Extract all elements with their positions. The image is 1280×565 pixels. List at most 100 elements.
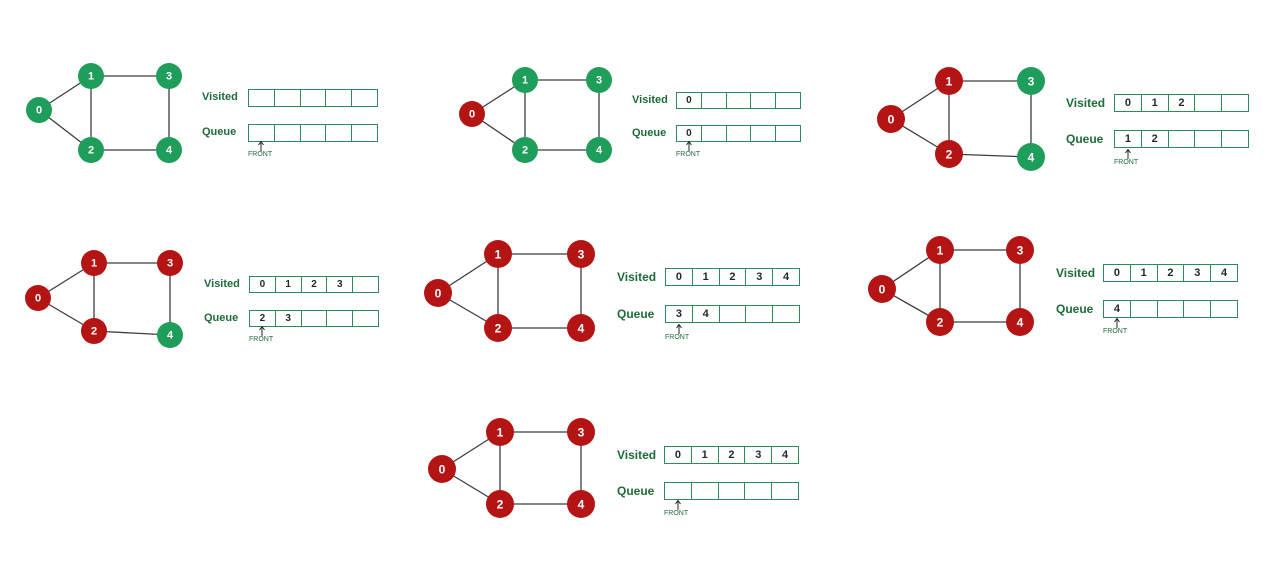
- node-2: 2: [935, 140, 963, 168]
- node-3: 3: [157, 250, 183, 276]
- node-0: 0: [26, 97, 52, 123]
- queue-cell: [326, 125, 353, 141]
- queue-cell: [751, 126, 777, 141]
- node-4: 4: [567, 490, 595, 518]
- node-label: 4: [596, 145, 603, 157]
- node-circle: [926, 308, 954, 336]
- node-1: 1: [926, 236, 954, 264]
- visited-array: [248, 89, 378, 107]
- node-label: 4: [1028, 151, 1035, 165]
- visited-label: Visited: [1066, 95, 1106, 110]
- visited-cell: [249, 90, 275, 106]
- node-3: 3: [156, 63, 182, 89]
- visited-cell: 3: [327, 277, 354, 292]
- visited-cell: [1222, 95, 1248, 111]
- visited-label: Visited: [202, 91, 238, 104]
- visited-cell: 2: [1169, 95, 1196, 111]
- queue-cell: [1158, 301, 1185, 317]
- node-circle: [512, 137, 538, 163]
- front-marker: FRONT: [664, 500, 689, 517]
- node-circle: [156, 137, 182, 163]
- visited-cell: 1: [1131, 265, 1158, 281]
- queue-cell: [1169, 131, 1196, 147]
- node-circle: [428, 455, 456, 483]
- front-marker: FRONT: [249, 326, 273, 343]
- visited-cell: 0: [250, 277, 276, 292]
- queue-cell: [773, 306, 799, 322]
- visited-label: Visited: [632, 93, 668, 106]
- node-4: 4: [567, 314, 595, 342]
- node-label: 3: [578, 426, 585, 440]
- node-label: 2: [946, 148, 953, 162]
- arrow-up-icon: [1124, 149, 1131, 159]
- node-label: 3: [1028, 75, 1035, 89]
- node-circle: [935, 67, 963, 95]
- visited-cell: 4: [1221, 267, 1228, 279]
- queue-cell: [1222, 131, 1248, 147]
- node-label: 0: [879, 283, 886, 297]
- visited-cell: 0: [665, 447, 692, 463]
- queue-cell: [772, 483, 798, 499]
- front-label: FRONT: [664, 510, 689, 517]
- node-label: 3: [167, 258, 173, 270]
- queue-cell: 1: [1115, 131, 1142, 147]
- node-label: 4: [578, 498, 585, 512]
- node-1: 1: [81, 250, 107, 276]
- visited-cell: [1195, 95, 1223, 111]
- visited-cell: 2: [719, 447, 746, 463]
- queue-cell: [249, 125, 275, 141]
- node-label: 0: [888, 113, 895, 127]
- front-label: FRONT: [1114, 159, 1139, 166]
- visited-label: Visited: [204, 277, 240, 290]
- node-1: 1: [486, 418, 514, 446]
- queue-cell: [776, 126, 800, 141]
- front-label: FRONT: [665, 334, 690, 341]
- node-circle: [1006, 236, 1034, 264]
- node-label: 4: [578, 322, 585, 336]
- node-label: 0: [469, 109, 475, 121]
- queue-cell: 0: [677, 126, 702, 141]
- queue-cell: [702, 126, 727, 141]
- queue-cell: 4: [693, 306, 720, 322]
- node-3: 3: [567, 418, 595, 446]
- node-circle: [567, 314, 595, 342]
- visited-cell: 1: [1142, 95, 1169, 111]
- node-1: 1: [484, 240, 512, 268]
- node-0: 0: [25, 285, 51, 311]
- queue-label: Queue: [1066, 131, 1104, 146]
- queue-cell: [352, 125, 377, 141]
- graph: 0 1 2 3 4: [877, 67, 1045, 171]
- visited-cell: 3: [1184, 265, 1212, 281]
- node-circle: [484, 240, 512, 268]
- queue-cell: [302, 311, 328, 326]
- visited-cell: 4: [783, 271, 790, 283]
- queue-cell: [301, 125, 327, 141]
- node-label: 0: [36, 105, 42, 117]
- node-circle: [1017, 143, 1045, 171]
- arrow-up-icon: [675, 324, 682, 334]
- node-circle: [26, 97, 52, 123]
- node-label: 1: [946, 75, 953, 89]
- node-circle: [512, 67, 538, 93]
- visited-cell: 0: [1115, 95, 1142, 111]
- queue-label: Queue: [1056, 301, 1094, 316]
- visited-cell: 0: [1104, 265, 1131, 281]
- queue-label: Queue: [617, 483, 655, 498]
- queue-cell: 4: [1104, 301, 1131, 317]
- visited-cell: 2: [1158, 265, 1185, 281]
- node-circle: [81, 250, 107, 276]
- visited-cell: 4: [782, 449, 789, 461]
- visited-cell: [353, 277, 378, 292]
- visited-cell: [776, 93, 800, 108]
- node-3: 3: [1017, 67, 1045, 95]
- queue-cell: [719, 483, 746, 499]
- node-circle: [868, 275, 896, 303]
- node-label: 4: [166, 145, 173, 157]
- queue-cell: 2: [1142, 131, 1169, 147]
